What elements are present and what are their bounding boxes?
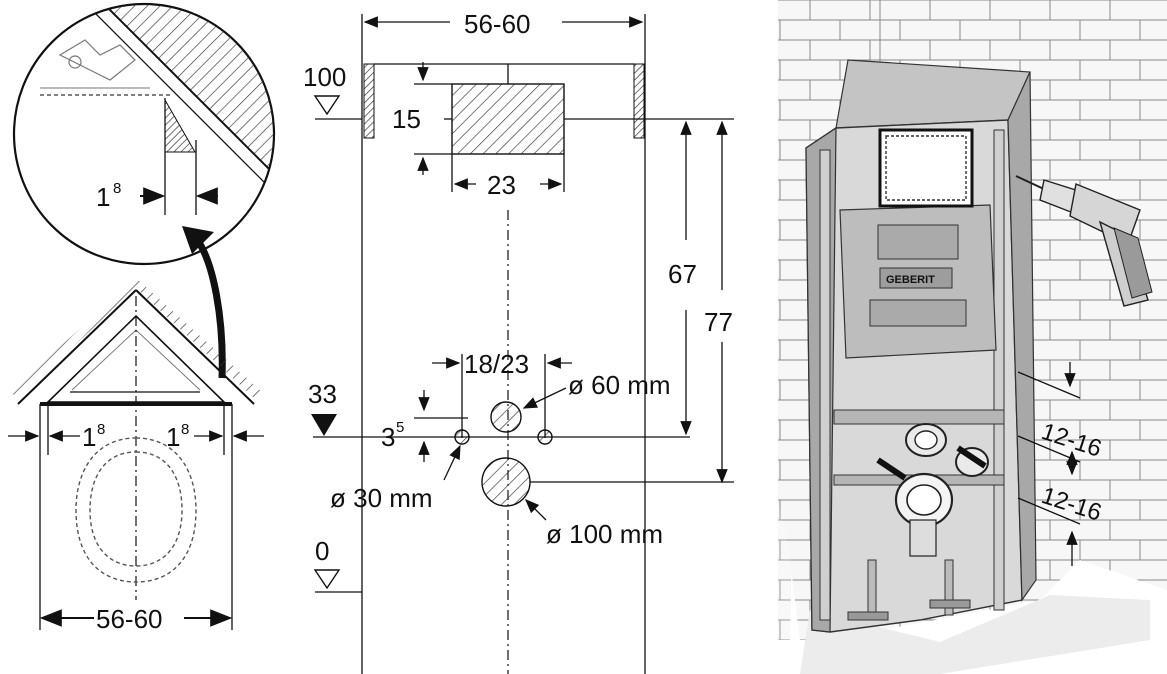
drill-icon [1015, 175, 1153, 307]
detail-gap-sup: 8 [113, 180, 121, 197]
level-33-marker [311, 414, 337, 436]
brand-mark: GEBERIT [886, 274, 935, 286]
floor-level-marker [313, 569, 341, 590]
dia-100-label: ø 100 mm [546, 519, 663, 549]
plan-gap-left-sup: 8 [97, 421, 105, 438]
plan-width-label: 56-60 [96, 604, 163, 634]
pipe-60mm [490, 401, 522, 433]
detail-magnifier: 1 8 [12, 2, 276, 266]
elevation-width-label: 56-60 [464, 9, 531, 39]
plan-view: 1 8 1 8 56-60 [8, 278, 264, 634]
height-67-label: 67 [668, 259, 697, 289]
box-height-label: 15 [392, 104, 421, 134]
dia-60-label: ø 60 mm [568, 370, 671, 400]
elevation-view: 56-60 100 15 23 67 77 33 [303, 9, 734, 674]
offset-sup: 5 [396, 419, 404, 436]
pipe-spacing-label: 18/23 [464, 349, 529, 379]
pipe-30mm-right [537, 429, 553, 445]
plan-gap-right-value: 1 [166, 422, 180, 452]
installation-illustration: GEBERIT [778, 0, 1167, 674]
level-100-marker [313, 95, 341, 116]
level-33-label: 33 [308, 379, 337, 409]
height-77-label: 77 [704, 307, 733, 337]
box-width-label: 23 [487, 170, 516, 200]
flush-plate-opening [451, 83, 565, 155]
frame-top-cap [835, 59, 1031, 129]
floor-level-label: 0 [315, 536, 329, 566]
dia-30-label: ø 30 mm [330, 483, 433, 513]
actuator-opening [878, 128, 974, 208]
pipe-30mm-left [454, 429, 470, 445]
level-100-label: 100 [303, 62, 346, 92]
zoom-arrow-head [182, 226, 214, 254]
plan-gap-right-sup: 8 [181, 421, 189, 438]
pipe-100mm [481, 457, 531, 507]
plan-gap-left-value: 1 [82, 422, 96, 452]
offset-value: 3 [381, 422, 395, 452]
detail-gap-value: 1 [96, 182, 110, 212]
